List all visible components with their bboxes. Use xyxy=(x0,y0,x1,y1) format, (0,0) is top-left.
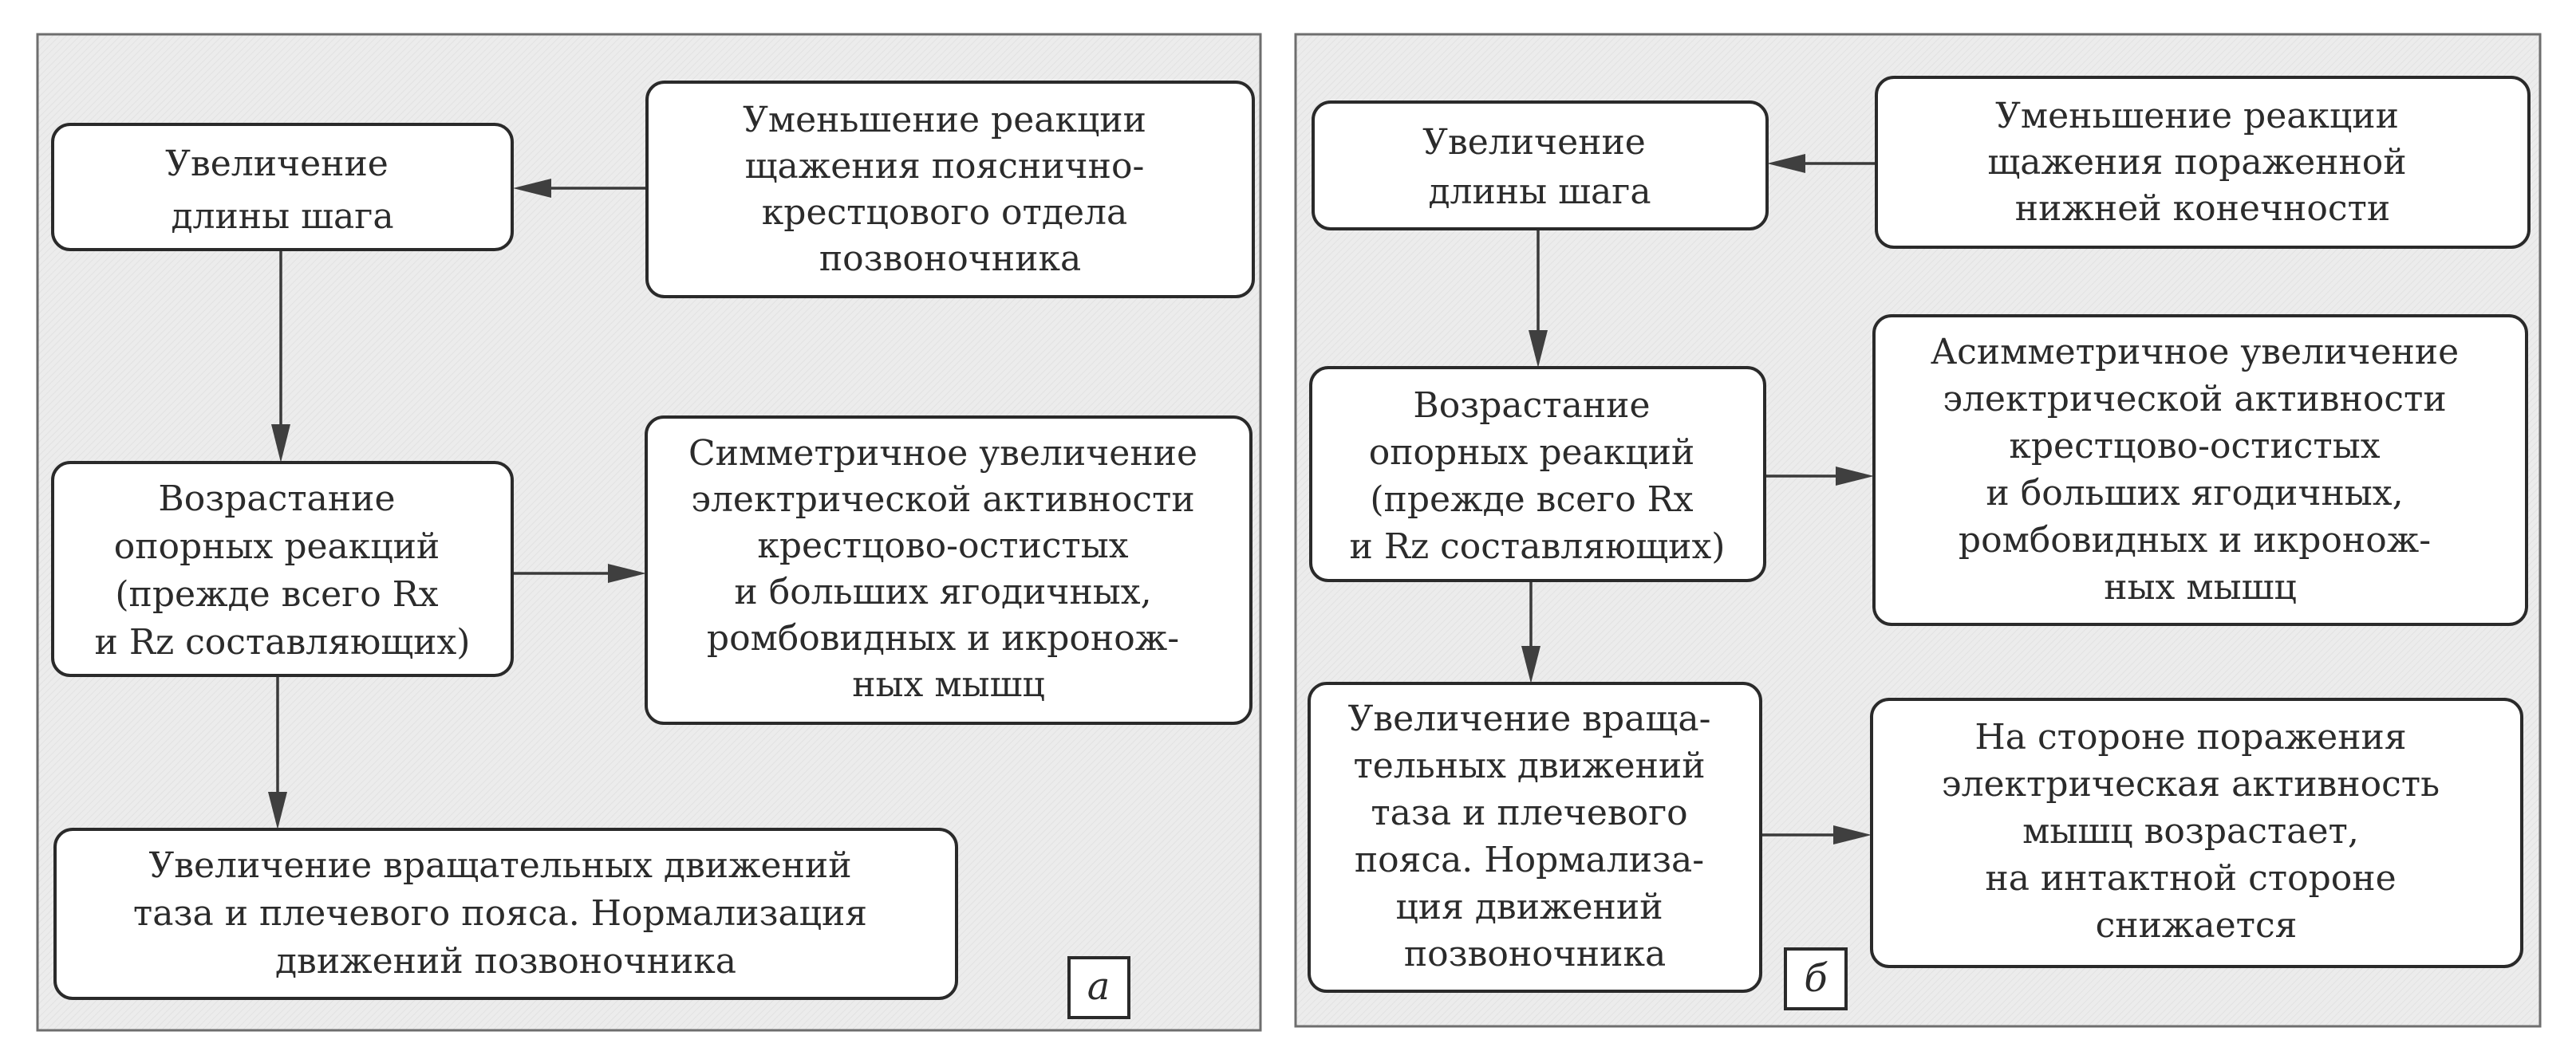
panel-label-text: а xyxy=(1087,964,1110,1009)
node-line: таза и плечевого xyxy=(1371,793,1687,833)
node-line: ромбовидных и икронож- xyxy=(707,618,1179,659)
node-box xyxy=(51,123,514,251)
node-box xyxy=(1309,366,1766,582)
panel-label-box xyxy=(1067,956,1130,1019)
panel-b: Увеличение длины шага Уменьшение реакции… xyxy=(1294,33,2542,1028)
node-line: нижней конечности xyxy=(2015,188,2390,229)
arrowhead-right-icon xyxy=(1836,467,1874,486)
node-b-rotation: Увеличение враща- тельных движений таза … xyxy=(1308,682,1762,993)
node-line: ромбовидных и икронож- xyxy=(1959,520,2431,561)
node-line: на интактной стороне xyxy=(1985,858,2396,899)
node-line: щажения пояснично- xyxy=(745,146,1145,187)
node-text: Уменьшение реакции щажения пораженной ни… xyxy=(1987,96,2417,229)
arrowhead-right-icon xyxy=(608,564,646,583)
node-box xyxy=(1312,100,1769,230)
panel-a: Увеличение длины шага Уменьшение реакции… xyxy=(36,33,1262,1032)
node-line: Возрастание xyxy=(158,478,395,519)
node-line: Возрастание xyxy=(1413,385,1650,426)
node-b-reduced-sparing: Уменьшение реакции щажения пораженной ни… xyxy=(1875,76,2531,249)
arrowhead-left-icon xyxy=(1767,154,1805,173)
node-box xyxy=(1875,76,2531,249)
node-line: опорных реакций xyxy=(1369,432,1695,473)
node-box xyxy=(51,461,514,677)
node-a-rotation: Увеличение вращательных движений таза и … xyxy=(53,828,958,1000)
node-line: пояса. Нормализа- xyxy=(1355,840,1704,880)
node-line: Увеличение xyxy=(1422,122,1646,163)
node-box xyxy=(1870,698,2523,968)
node-line: и Rz составляющих) xyxy=(1350,526,1726,567)
panel-a-label: а xyxy=(1067,956,1130,1019)
arrowhead-left-icon xyxy=(513,179,551,198)
node-line: позвоночника xyxy=(1404,934,1666,974)
arrowhead-down-icon xyxy=(1521,646,1540,683)
node-line: Асимметричное увеличение xyxy=(1931,332,2459,372)
node-line: длины шага xyxy=(1428,171,1651,212)
node-b-asymmetric-activity: Асимметричное увеличение электрической а… xyxy=(1872,314,2528,626)
node-line: движений позвоночника xyxy=(275,941,736,982)
node-line: крестцово-остистых xyxy=(757,526,1128,566)
node-text: Уменьшение реакции щажения пояснично- кр… xyxy=(743,100,1158,279)
node-b-support-reactions: Возрастание опорных реакций (прежде всег… xyxy=(1309,366,1766,582)
node-line: ция движений xyxy=(1395,887,1663,927)
node-line: снижается xyxy=(2096,905,2298,946)
node-line: крестцового отдела xyxy=(762,192,1127,233)
node-text: Возрастание опорных реакций (прежде всег… xyxy=(95,478,471,663)
node-a-step-length: Увеличение длины шага xyxy=(51,123,514,251)
panel-label-box xyxy=(1784,947,1848,1010)
node-box xyxy=(1872,314,2528,626)
node-line: (прежде всего Rx xyxy=(1370,479,1693,520)
node-text: Симметричное увеличение электрической ак… xyxy=(688,433,1209,705)
node-text: Возрастание опорных реакций (прежде всег… xyxy=(1350,385,1726,567)
panel-b-label: б xyxy=(1784,947,1848,1010)
node-line: Уменьшение реакции xyxy=(743,100,1146,140)
node-text: Увеличение длины шага xyxy=(1422,122,1657,212)
node-box xyxy=(53,828,958,1000)
node-line: На стороне поражения xyxy=(1974,717,2406,758)
node-text: Увеличение вращательных движений таза и … xyxy=(133,845,878,982)
panel-b-connectors xyxy=(1521,154,1876,844)
node-line: мышц возрастает, xyxy=(2022,811,2359,852)
node-line: и Rz составляющих) xyxy=(95,622,471,663)
node-line: Увеличение вращательных движений xyxy=(148,845,851,886)
node-line: Увеличение xyxy=(165,144,389,184)
node-text: Увеличение враща- тельных движений таза … xyxy=(1348,699,1722,974)
node-line: позвоночника xyxy=(819,238,1081,279)
node-a-symmetric-activity: Симметричное увеличение электрической ак… xyxy=(645,415,1252,725)
node-line: и больших ягодичных, xyxy=(1986,473,2403,514)
node-line: крестцово-остистых xyxy=(2009,426,2380,467)
node-box xyxy=(645,415,1252,725)
panel-label-text: б xyxy=(1804,956,1828,1001)
node-b-side-activity: На стороне поражения электрическая актив… xyxy=(1870,698,2523,968)
node-line: опорных реакций xyxy=(114,526,440,567)
node-line: электрическая активность xyxy=(1942,764,2440,805)
node-text: На стороне поражения электрическая актив… xyxy=(1942,717,2451,946)
arrowhead-right-icon xyxy=(1833,825,1872,844)
node-line: таза и плечевого пояса. Нормализация xyxy=(133,893,867,934)
node-line: электрической активности xyxy=(1943,379,2446,419)
node-a-support-reactions: Возрастание опорных реакций (прежде всег… xyxy=(51,461,514,677)
node-line: и больших ягодичных, xyxy=(734,572,1151,612)
node-b-step-length: Увеличение длины шага xyxy=(1312,100,1769,230)
node-line: Увеличение враща- xyxy=(1348,699,1711,739)
node-box xyxy=(1308,682,1762,993)
node-line: ных мышц xyxy=(852,664,1045,705)
node-line: электрической активности xyxy=(691,479,1194,520)
node-line: щажения пораженной xyxy=(1987,142,2406,183)
node-box xyxy=(645,81,1255,298)
node-text: Асимметричное увеличение электрической а… xyxy=(1931,332,2470,608)
node-a-reduced-sparing: Уменьшение реакции щажения пояснично- кр… xyxy=(645,81,1255,298)
node-line: тельных движений xyxy=(1353,746,1705,786)
node-line: ных мышц xyxy=(2104,567,2297,608)
node-line: Симметричное увеличение xyxy=(688,433,1197,474)
node-text: Увеличение длины шага xyxy=(165,144,400,237)
arrowhead-down-icon xyxy=(1529,330,1548,368)
node-line: (прежде всего Rx xyxy=(115,574,438,615)
panel-a-connectors xyxy=(268,179,647,829)
arrowhead-down-icon xyxy=(268,792,287,829)
arrowhead-down-icon xyxy=(271,424,290,463)
node-line: Уменьшение реакции xyxy=(1995,96,2399,136)
node-line: длины шага xyxy=(171,196,393,237)
